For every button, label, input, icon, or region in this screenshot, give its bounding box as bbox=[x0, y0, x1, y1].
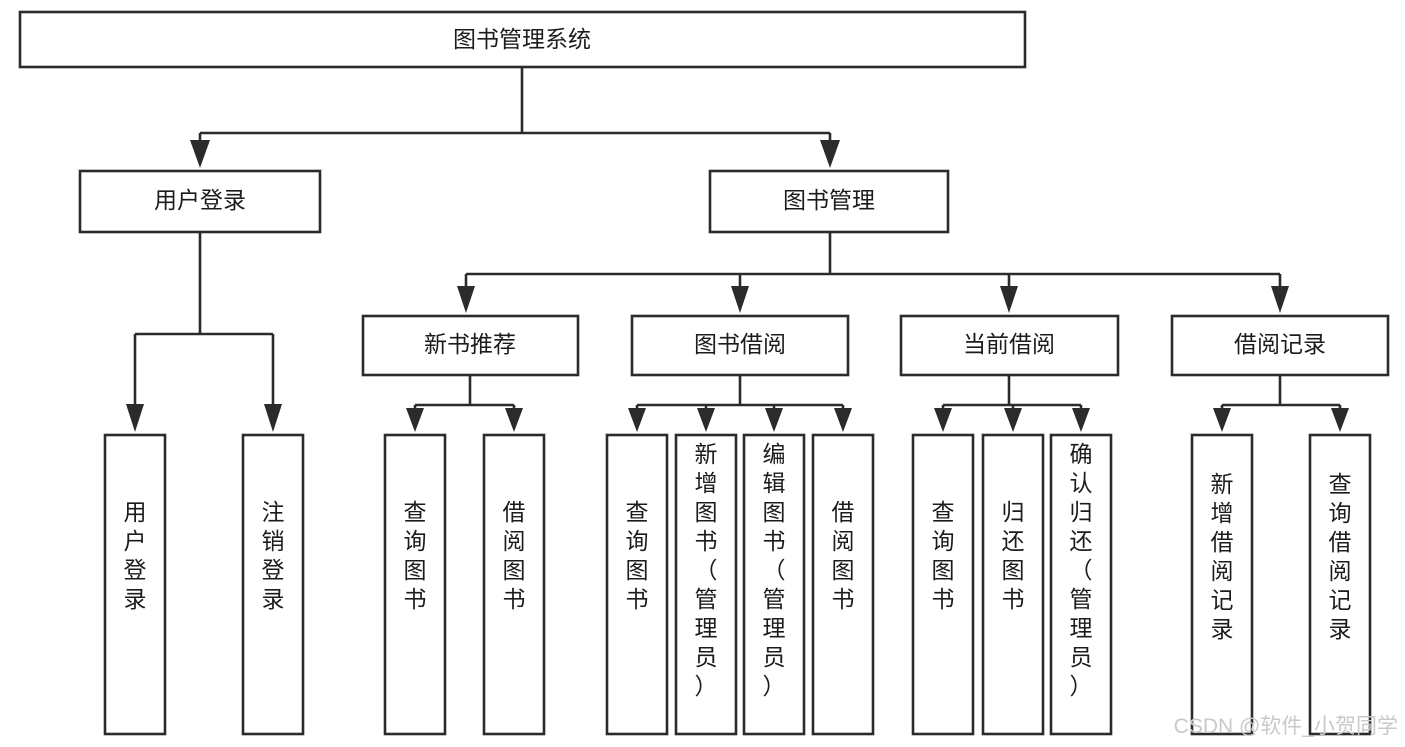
node-leaf-borrow-book-2-box[interactable] bbox=[811, 433, 875, 736]
node-leaf-query-book-3-box[interactable] bbox=[911, 433, 975, 736]
node-leaf-edit-book[interactable]: 编辑图书（管理员） bbox=[742, 433, 806, 736]
connector-layer bbox=[126, 67, 1349, 432]
node-leaf-edit-book-box[interactable] bbox=[742, 433, 806, 736]
node-leaf-add-book-label: 新增图书（管理员） bbox=[695, 441, 718, 699]
node-leaf-borrow-book-2[interactable]: 借阅图书 bbox=[811, 433, 875, 736]
node-root-label: 图书管理系统 bbox=[453, 26, 591, 52]
node-book-manage-box[interactable] bbox=[708, 169, 950, 234]
node-leaf-confirm-return[interactable]: 确认归还（管理员） bbox=[1049, 433, 1113, 736]
node-leaf-borrow-book-2-label: 借阅图书 bbox=[832, 499, 855, 612]
arrow-head-leaf-query-book-1 bbox=[406, 408, 424, 432]
node-current-borrow-label: 当前借阅 bbox=[963, 331, 1055, 357]
arrow-head-leaf-add-book bbox=[697, 408, 715, 432]
arrow-head-borrow-record bbox=[1271, 286, 1289, 313]
node-borrow-record-label: 借阅记录 bbox=[1234, 331, 1326, 357]
node-new-book-recommend-label: 新书推荐 bbox=[424, 331, 516, 357]
node-user-login[interactable]: 用户登录 bbox=[78, 169, 322, 234]
node-book-borrow-label: 图书借阅 bbox=[694, 331, 786, 357]
node-leaf-query-record[interactable]: 查询借阅记录 bbox=[1308, 433, 1372, 736]
arrow-head-current-borrow bbox=[1000, 286, 1018, 313]
arrow-head-leaf-edit-book bbox=[765, 408, 783, 432]
node-new-book-recommend[interactable]: 新书推荐 bbox=[361, 314, 580, 377]
arrow-head-to-user-login bbox=[190, 140, 210, 168]
arrow-head-leaf-return-book bbox=[1004, 408, 1022, 432]
node-leaf-borrow-book-1[interactable]: 借阅图书 bbox=[482, 433, 546, 736]
node-leaf-add-record-box[interactable] bbox=[1190, 433, 1254, 736]
arrow-head-leaf-query-book-2 bbox=[628, 408, 646, 432]
node-leaf-query-book-1[interactable]: 查询图书 bbox=[383, 433, 447, 736]
node-leaf-confirm-return-box[interactable] bbox=[1049, 433, 1113, 736]
node-book-borrow-box[interactable] bbox=[630, 314, 850, 377]
node-leaf-query-book-2-box[interactable] bbox=[605, 433, 669, 736]
node-leaf-edit-book-label: 编辑图书（管理员） bbox=[763, 441, 786, 699]
node-leaf-query-record-label: 查询借阅记录 bbox=[1329, 471, 1352, 642]
node-leaf-query-book-3-label: 查询图书 bbox=[932, 499, 955, 612]
arrow-head-leaf-query-record bbox=[1331, 408, 1349, 432]
node-root-box[interactable] bbox=[18, 10, 1027, 69]
node-leaf-user-login[interactable]: 用户登录 bbox=[103, 433, 167, 736]
node-leaf-add-book[interactable]: 新增图书（管理员） bbox=[674, 433, 738, 736]
node-book-borrow[interactable]: 图书借阅 bbox=[630, 314, 850, 377]
node-leaf-query-book-2-label: 查询图书 bbox=[626, 499, 649, 612]
node-book-manage-label: 图书管理 bbox=[783, 187, 875, 213]
watermark-text: CSDN @软件_小贺同学 bbox=[1174, 715, 1398, 738]
node-borrow-record[interactable]: 借阅记录 bbox=[1170, 314, 1390, 377]
node-leaf-query-book-3[interactable]: 查询图书 bbox=[911, 433, 975, 736]
node-leaf-query-record-box[interactable] bbox=[1308, 433, 1372, 736]
node-leaf-user-login-label: 用户登录 bbox=[124, 499, 147, 612]
node-book-manage[interactable]: 图书管理 bbox=[708, 169, 950, 234]
node-leaf-return-book-label: 归还图书 bbox=[1002, 499, 1025, 612]
arrow-head-leaf-user-login bbox=[126, 404, 144, 432]
arrow-head-leaf-borrow-book-2 bbox=[834, 408, 852, 432]
node-borrow-record-box[interactable] bbox=[1170, 314, 1390, 377]
node-leaf-query-book-1-box[interactable] bbox=[383, 433, 447, 736]
node-leaf-add-book-box[interactable] bbox=[674, 433, 738, 736]
node-current-borrow-box[interactable] bbox=[899, 314, 1120, 377]
arrow-head-leaf-query-book-3 bbox=[934, 408, 952, 432]
node-user-login-label: 用户登录 bbox=[154, 187, 246, 213]
node-root[interactable]: 图书管理系统 bbox=[18, 10, 1027, 69]
node-leaf-query-book-2[interactable]: 查询图书 bbox=[605, 433, 669, 736]
node-leaf-borrow-book-1-label: 借阅图书 bbox=[503, 499, 526, 612]
arrow-head-leaf-confirm-return bbox=[1072, 408, 1090, 432]
node-leaf-borrow-book-1-box[interactable] bbox=[482, 433, 546, 736]
node-user-login-box[interactable] bbox=[78, 169, 322, 234]
arrow-head-book-borrow bbox=[731, 286, 749, 313]
node-leaf-query-book-1-label: 查询图书 bbox=[404, 499, 427, 612]
node-leaf-add-record[interactable]: 新增借阅记录 bbox=[1190, 433, 1254, 736]
arrow-head-leaf-borrow-book-1 bbox=[505, 408, 523, 432]
arrow-head-new-book-recommend bbox=[457, 286, 475, 313]
arrow-head-to-book-manage bbox=[820, 140, 840, 168]
leaf-nodes-layer: 用户登录 注销登录 查询图书 借阅图书 查询图书 新增图书（管理员） 编辑图书（… bbox=[103, 433, 1372, 736]
arrow-head-leaf-add-record bbox=[1213, 408, 1231, 432]
node-leaf-logout-box[interactable] bbox=[241, 433, 305, 736]
node-leaf-return-book[interactable]: 归还图书 bbox=[981, 433, 1045, 736]
node-leaf-user-login-box[interactable] bbox=[103, 433, 167, 736]
node-leaf-confirm-return-label: 确认归还（管理员） bbox=[1070, 441, 1093, 699]
arrow-head-leaf-logout bbox=[264, 404, 282, 432]
node-leaf-return-book-box[interactable] bbox=[981, 433, 1045, 736]
node-new-book-recommend-box[interactable] bbox=[361, 314, 580, 377]
node-current-borrow[interactable]: 当前借阅 bbox=[899, 314, 1120, 377]
node-leaf-logout-label: 注销登录 bbox=[262, 499, 285, 612]
node-leaf-add-record-label: 新增借阅记录 bbox=[1211, 471, 1234, 642]
node-leaf-logout[interactable]: 注销登录 bbox=[241, 433, 305, 736]
